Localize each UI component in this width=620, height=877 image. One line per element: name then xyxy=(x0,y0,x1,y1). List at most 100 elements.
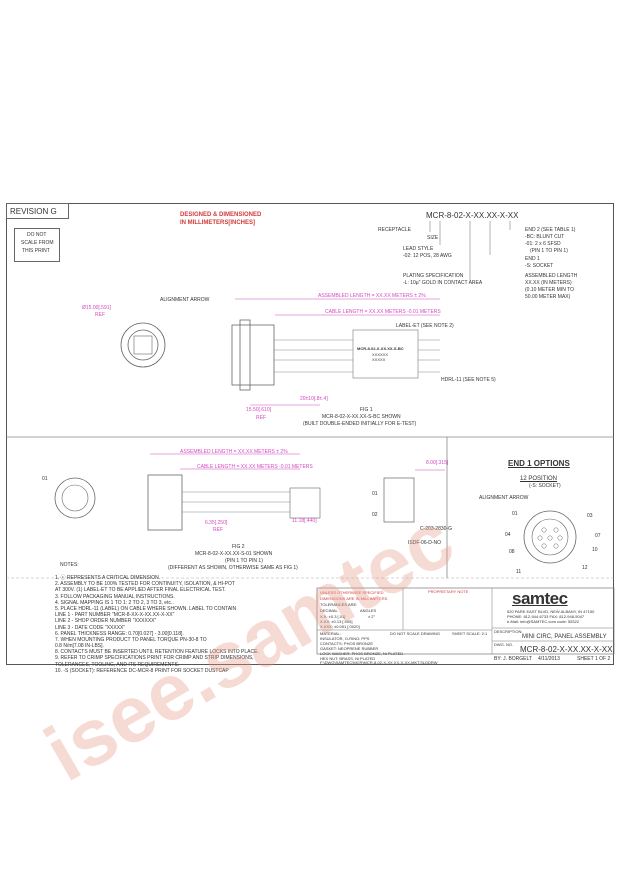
callout-assembled-max: 50.00 METER MAX) xyxy=(525,294,571,300)
samtec-logo: samtec xyxy=(512,589,568,608)
fig1-label-et: LABEL-ET (SEE NOTE 2) xyxy=(396,323,454,329)
tol-insulator: INSULATOR, O-RING: PPS xyxy=(320,636,370,641)
tol-file-path: F:\DWG\SAMTEC\MCR\MCR-8-02-X-XX.XX-X-XX-… xyxy=(320,660,438,665)
fig2-assembled-length: ASSEMBLED LENGTH = XX.XX METERS ± 2% xyxy=(180,449,288,455)
note-9b: TOLERANCES, TOOLING, AND ITS REQUIREMENT… xyxy=(55,661,180,668)
fig2-c203: C-203-2830-G xyxy=(420,526,452,532)
tol-angles: ANGLES xyxy=(360,608,377,613)
fig2-pin-01b: 01 xyxy=(372,491,378,497)
fig1-diameter-ref: REF xyxy=(95,312,105,318)
end1-pin-11: 11 xyxy=(516,569,522,575)
description-value: MINI CIRC, PANEL ASSEMBLY xyxy=(522,634,607,640)
note-7b: 0.8 N/m[7.08 IN-LBS]. xyxy=(55,643,104,650)
callout-end2-bc: -BC: BLUNT CUT xyxy=(525,234,565,240)
fig1-hdrl: HDRL-11 (SEE NOTE 5) xyxy=(441,377,496,383)
callout-end2-01: -01: 2 x 6 SFSD xyxy=(525,241,561,247)
end1-pin-01: 01 xyxy=(512,511,518,517)
fig2-dim-a-ref: REF xyxy=(213,527,223,533)
callout-end2: END 2 (SEE TABLE 1) xyxy=(525,227,576,233)
callout-receptacle: RECEPTACLE xyxy=(378,227,411,233)
fig1-label-text: MCR-8-02-X-XX.XX-S-BC xyxy=(357,346,404,351)
fig2-dim-a: 6.35[.250] xyxy=(205,520,228,526)
fig2-isdf: ISDF-06-D-NO xyxy=(408,540,442,546)
note-3: 3. FOLLOW PACKAGING MANUAL INSTRUCTIONS. xyxy=(55,593,175,600)
part-number: MCR-8-02-X-XX.XX-X-XX xyxy=(426,211,519,220)
fig2-caption-3: (DIFFERENT AS SHOWN, OTHERWISE SAME AS F… xyxy=(168,565,298,571)
fig2-dim-c: 8.00[.315] xyxy=(426,460,449,466)
tol-hexnut: HEX NUT: BRASS, Ni PLATED xyxy=(320,656,376,661)
end1-options-position: 12 POSITION xyxy=(520,476,558,482)
callout-plating-value: -L: 10µ" GOLD IN CONTACT AREA xyxy=(403,280,483,286)
sheet-border xyxy=(6,203,614,665)
tol-xxx: X.XX: ±0.13 [.005] xyxy=(320,619,353,624)
callout-end1-s: -S: SOCKET xyxy=(525,263,554,269)
fig1-dim-a-ref: REF xyxy=(256,415,266,421)
tol-xxxx: X.XXX: ±0.051 [.0020] xyxy=(320,624,360,629)
callout-assembled-value: XX.XX (IN METERS) xyxy=(525,280,572,286)
fig1-dim-a: 15.50[.610] xyxy=(246,407,272,413)
fig1-title: FIG 1 xyxy=(360,407,373,413)
note-9: 9. REFER TO CRIMP SPECIFICATIONS PRINT F… xyxy=(55,655,254,662)
callout-assembled: ASSEMBLED LENGTH xyxy=(525,273,578,279)
tol-xx: X.X: ±0.3 [.01] xyxy=(320,614,346,619)
dwg-label: DWG. NO. xyxy=(494,642,514,647)
end1-options-alignment: ALIGNMENT ARROW xyxy=(479,495,529,501)
fig2-caption: MCR-8-02-X-XX.XX-S-01 SHOWN xyxy=(195,551,273,557)
note-6: 6. PANEL THICKNESS RANGE: 0.70[0.027] - … xyxy=(55,630,184,637)
tol-contacts: CONTACTS: PHOS BRONZE xyxy=(320,641,374,646)
note-5-line-1: LINE 1 - PART NUMBER "MCR-8-XX-X-XX.XX-X… xyxy=(55,612,175,619)
fig1-assembled-length: ASSEMBLED LENGTH = XX.XX METERS ± 2% xyxy=(318,293,426,299)
tol-do-not-scale: DO NOT SCALE DRAWING xyxy=(390,631,441,636)
note-1: 1. ⓒ REPRESENTS A CRITICAL DIMENSION. xyxy=(55,575,161,581)
end1-pin-03: 03 xyxy=(587,513,593,519)
end1-pin-04: 04 xyxy=(505,532,511,538)
fig1-label-line-3: XXXXX xyxy=(372,357,386,362)
tol-decimal: DECIMAL xyxy=(320,608,338,613)
note-5-line-3: LINE 3 - DATE CODE "XXXXX" xyxy=(55,624,126,631)
note-5-line-2: LINE 2 - SHOP ORDER NUMBER "XXXXXX" xyxy=(55,618,157,625)
tol-unless: UNLESS OTHERWISE SPECIFIED xyxy=(320,590,384,595)
scale-note-box xyxy=(14,228,60,262)
company-address-3: e-Mail: info@SAMTEC.com code: 55322 xyxy=(507,619,580,624)
fig1-label-line-2: XXXXXX xyxy=(372,352,389,357)
note-4: 4. SIGNAL MAPPING IS 1 TO 1: 2 TO 2, 3 T… xyxy=(55,599,174,606)
fig1-dim-b: 20±10[.8±.4] xyxy=(300,396,328,402)
fig2-cable-length: CABLE LENGTH = XX.XX METERS -0.01 METERS xyxy=(197,464,313,470)
end1-options-socket: (-S: SOCKET) xyxy=(529,483,561,489)
callout-plating: PLATING SPECIFICATION xyxy=(403,273,464,279)
tol-angle-value: ± 2° xyxy=(368,614,376,619)
tol-material: MATERIAL: xyxy=(320,631,341,636)
revision-label: REVISION G xyxy=(10,207,57,216)
callout-size: SIZE xyxy=(427,235,439,241)
description-label: DESCRIPTION: xyxy=(494,629,523,634)
fig2-pin-01: 01 xyxy=(42,476,48,482)
fig1-cable-length: CABLE LENGTH = XX.XX METERS -0.01 METERS xyxy=(325,309,441,315)
revision-box xyxy=(6,203,69,219)
note-2b: AT 300V. (1) LABEL-ET TO BE APPLIED AFTE… xyxy=(55,587,226,594)
note-2: 2. ASSEMBLY TO BE 100% TESTED FOR CONTIN… xyxy=(55,581,235,588)
note-7: 7. WHEN MOUNTING PRODUCT TO PANEL TORQUE… xyxy=(55,636,207,643)
end1-pin-08: 08 xyxy=(509,549,515,555)
drawing-date: 4/11/2013 xyxy=(538,656,560,662)
tol-sheet-scale: SHEET SCALE: 2:1 xyxy=(452,631,488,636)
tol-proprietary: PROPRIETARY NOTE xyxy=(428,589,469,594)
fig2-pin-02: 02 xyxy=(372,512,378,518)
end1-pin-10: 10 xyxy=(592,547,598,553)
note-10: 10. -S (SOCKET): REFERENCE DC-MCR-8 PRIN… xyxy=(55,667,229,674)
tol-lockwasher: LOCK WASHER: PHOS BRONZE, Ni PLATED xyxy=(320,651,404,656)
end1-pin-07: 07 xyxy=(595,533,601,539)
callout-end1: END 1 xyxy=(525,256,540,262)
callout-lead-style: LEAD STYLE xyxy=(403,246,434,252)
callout-lead-style-value: -02: 12 POS, 28 AWG xyxy=(403,253,452,259)
scale-note-line-1: DO NOT xyxy=(27,232,47,238)
fig1-caption: MCR-8-02-X-XX.XX-S-BC SHOWN xyxy=(322,414,401,420)
note-8: 8. CONTACTS MUST BE INSERTED UNTIL RETEN… xyxy=(55,649,259,656)
tol-gasket: GASKET: NEOPRENE RUBBER xyxy=(320,646,379,651)
callout-end2-pin: (PIN 1 TO PIN 1) xyxy=(530,248,568,254)
company-address-2: PHONE: 812-944-6733 FAX: 812-948-5047 xyxy=(507,614,585,619)
dwg-number: MCR-8-02-X-XX.XX-X-XX xyxy=(520,645,613,654)
tol-tolerances: TOLERANCES ARE: xyxy=(320,602,358,607)
end1-options-title: END 1 OPTIONS xyxy=(508,459,570,468)
fig1-caption-2: (BUILT DOUBLE-ENDED INITIALLY FOR E-TEST… xyxy=(303,421,417,427)
scale-note-line-2: SCALE FROM xyxy=(21,240,54,246)
